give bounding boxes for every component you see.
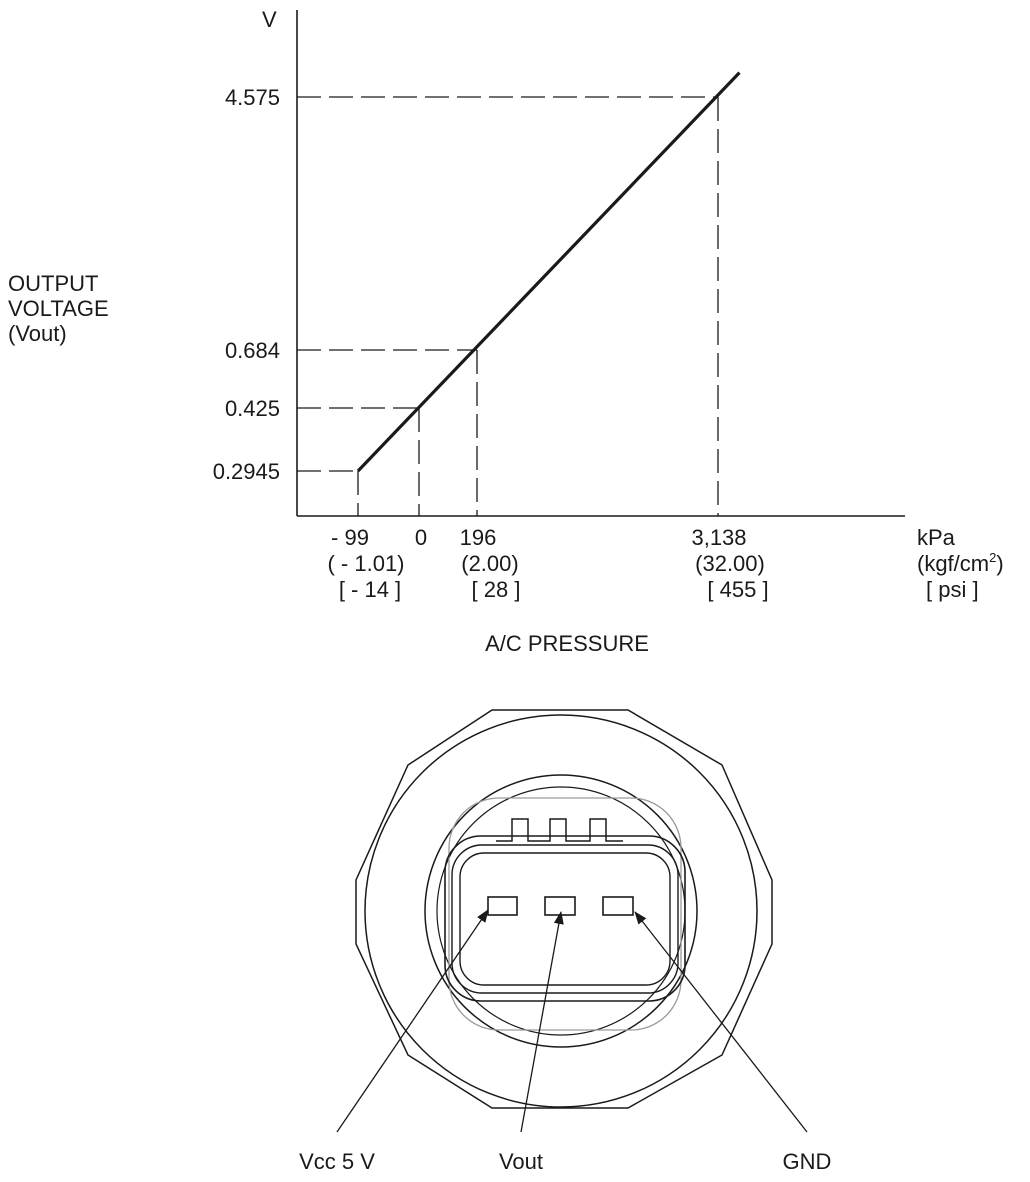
x-unit-psi: [ psi ] <box>926 577 979 602</box>
x-axis-title: A/C PRESSURE <box>485 631 649 656</box>
connector-housing-inner <box>459 852 671 986</box>
pin-vout <box>544 896 576 916</box>
x-tick-kpa: 3,138 <box>691 525 746 550</box>
body-outer-circle <box>364 714 758 1108</box>
y-axis-title: OUTPUT VOLTAGE (Vout) <box>8 271 115 346</box>
leader-vcc <box>336 909 489 1133</box>
connector-shell <box>448 797 682 1031</box>
y-unit-label: V <box>262 7 277 32</box>
collar-circle <box>424 774 698 1048</box>
voltage-pressure-chart: V OUTPUT VOLTAGE (Vout) 0.2945 0.425 0.6… <box>8 7 1004 656</box>
x-tick-kpa: 196 <box>460 525 497 550</box>
reference-lines <box>297 96 719 516</box>
hex-body-outline <box>355 709 773 1109</box>
y-tick-label: 0.2945 <box>213 459 280 484</box>
x-tick-psi: [ 455 ] <box>707 577 768 602</box>
pin-label-gnd: GND <box>783 1149 832 1174</box>
x-tick-group: - 99 ( - 1.01) [ - 14 ] <box>327 525 404 602</box>
series-line <box>356 71 741 473</box>
x-tick-kgf: (2.00) <box>461 551 518 576</box>
x-tick-group: 3,138 (32.00) [ 455 ] <box>691 525 768 602</box>
x-tick-psi: [ - 14 ] <box>339 577 401 602</box>
pin-gnd <box>602 896 634 916</box>
sensor-connector-drawing: Vcc 5 V Vout GND <box>299 709 832 1174</box>
x-tick-kpa: - 99 <box>331 525 369 550</box>
x-unit-kgf: (kgf/cm2) <box>917 550 1004 576</box>
x-tick-kgf: (32.00) <box>695 551 765 576</box>
leader-gnd <box>634 911 808 1133</box>
x-tick-psi: [ 28 ] <box>472 577 521 602</box>
collar-inner-circle <box>436 786 686 1036</box>
connector-housing-mid <box>451 844 679 994</box>
pin-vcc <box>487 896 518 916</box>
x-tick-group: 196 (2.00) [ 28 ] <box>460 525 521 602</box>
pin-label-vcc: Vcc 5 V <box>299 1149 375 1174</box>
connector-latch-keys <box>496 818 623 842</box>
x-tick-kgf: ( - 1.01) <box>327 551 404 576</box>
y-tick-label: 4.575 <box>225 85 280 110</box>
x-unit-kpa: kPa <box>917 525 956 550</box>
x-tick-kpa: 0 <box>415 525 427 550</box>
connector-housing-outer <box>444 835 686 1002</box>
pin-label-vout: Vout <box>499 1149 543 1174</box>
y-tick-label: 0.684 <box>225 338 280 363</box>
leader-vout <box>520 911 564 1133</box>
x-tick-group: 0 <box>415 525 427 550</box>
y-tick-label: 0.425 <box>225 396 280 421</box>
